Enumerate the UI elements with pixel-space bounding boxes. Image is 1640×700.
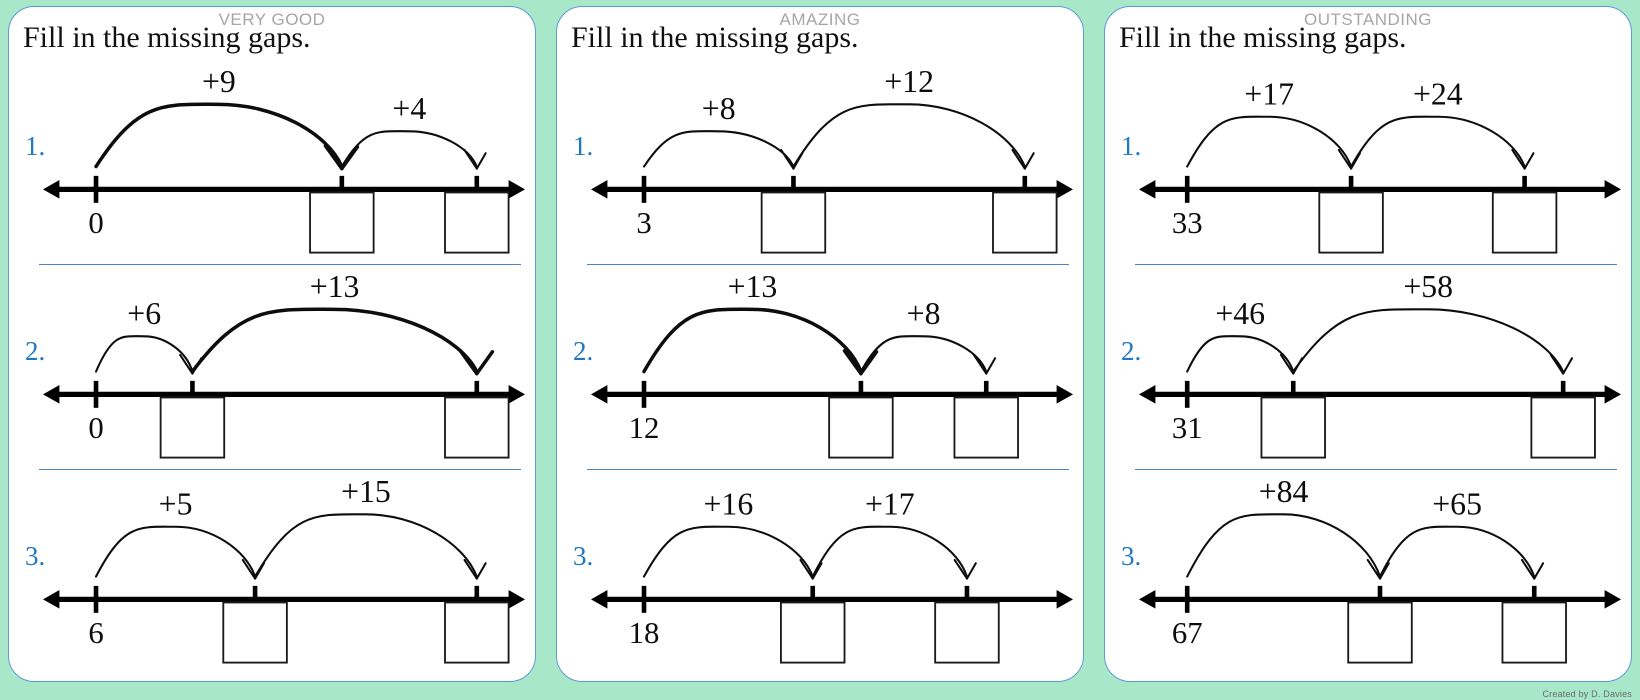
panel-3-row-1: 1. +17 +24 33 xyxy=(1105,59,1631,264)
panel-1-row-1: 1. +9 +4 0 xyxy=(9,59,535,264)
svg-text:+58: +58 xyxy=(1403,272,1453,304)
panel-2-title: Fill in the missing gaps. xyxy=(571,21,859,54)
row-number: 2. xyxy=(573,336,594,366)
number-line-diagram: +9 +4 0 xyxy=(43,67,525,264)
row-number: 3. xyxy=(573,541,594,571)
panel-3-rows: 1. +17 +24 33 2. +46 +58 31 3. +84 +65 67 xyxy=(1105,59,1631,674)
svg-text:33: 33 xyxy=(1172,205,1203,240)
svg-text:+6: +6 xyxy=(127,296,161,331)
number-line-diagram: +8 +12 3 xyxy=(591,67,1073,264)
worksheet-panel-3: OUTSTANDING Fill in the missing gaps. 1.… xyxy=(1104,6,1632,682)
panel-2-row-1: 1. +8 +12 3 xyxy=(557,59,1083,264)
panel-1-header: VERY GOOD Fill in the missing gaps. xyxy=(9,7,535,59)
row-number: 1. xyxy=(1121,131,1142,161)
number-line-diagram: +46 +58 31 xyxy=(1139,272,1621,469)
svg-text:+4: +4 xyxy=(392,91,426,126)
row-divider xyxy=(39,469,521,470)
svg-text:67: 67 xyxy=(1172,615,1203,650)
row-divider xyxy=(587,469,1069,470)
svg-text:+17: +17 xyxy=(1244,76,1294,111)
number-line-diagram: +16 +17 18 xyxy=(591,477,1073,674)
worksheet-panel-2: AMAZING Fill in the missing gaps. 1. +8+… xyxy=(556,6,1084,682)
svg-text:+24: +24 xyxy=(1413,76,1463,111)
svg-text:+65: +65 xyxy=(1432,486,1482,521)
panel-1-title: Fill in the missing gaps. xyxy=(23,21,311,54)
panel-3-row-3: 3. +84 +65 67 xyxy=(1105,469,1631,674)
panel-2-row-3: 3. +16 +17 18 xyxy=(557,469,1083,674)
svg-text:0: 0 xyxy=(88,205,103,240)
worksheet-panel-1: VERY GOOD Fill in the missing gaps. 1. +… xyxy=(8,6,536,682)
row-divider xyxy=(39,264,521,265)
svg-text:6: 6 xyxy=(88,615,103,650)
panel-2-row-2: 2. +13 +8 12 xyxy=(557,264,1083,469)
svg-text:+12: +12 xyxy=(884,67,934,99)
panel-3-header: OUTSTANDING Fill in the missing gaps. xyxy=(1105,7,1631,59)
row-divider xyxy=(1135,469,1617,470)
row-number: 3. xyxy=(25,541,46,571)
panel-1-row-2: 2. +6 +13 0 xyxy=(9,264,535,469)
number-line-diagram: +84 +65 67 xyxy=(1139,477,1621,674)
svg-text:+16: +16 xyxy=(704,486,754,521)
number-line-diagram: +17 +24 33 xyxy=(1139,67,1621,264)
row-number: 2. xyxy=(25,336,46,366)
panel-3-title: Fill in the missing gaps. xyxy=(1119,21,1407,54)
svg-text:+13: +13 xyxy=(310,272,360,304)
row-number: 1. xyxy=(25,131,46,161)
credit-text: Created by D. Davies xyxy=(1542,689,1632,699)
svg-text:0: 0 xyxy=(88,410,103,445)
panel-2-rank-label: AMAZING xyxy=(779,10,861,29)
svg-text:+84: +84 xyxy=(1259,477,1309,509)
row-divider xyxy=(587,264,1069,265)
row-number: 2. xyxy=(1121,336,1142,366)
row-divider xyxy=(1135,264,1617,265)
number-line-diagram: +6 +13 0 xyxy=(43,272,525,469)
svg-text:+5: +5 xyxy=(159,486,193,521)
svg-text:+15: +15 xyxy=(341,477,391,509)
svg-text:12: 12 xyxy=(629,410,660,445)
number-line-diagram: +5 +15 6 xyxy=(43,477,525,674)
svg-text:+13: +13 xyxy=(728,272,778,304)
panel-2-header: AMAZING Fill in the missing gaps. xyxy=(557,7,1083,59)
svg-text:31: 31 xyxy=(1172,410,1203,445)
svg-text:+8: +8 xyxy=(702,91,736,126)
panel-3-row-2: 2. +46 +58 31 xyxy=(1105,264,1631,469)
panel-2-rows: 1. +8 +12 3 2. +13 +8 12 3. +16 +17 18 xyxy=(557,59,1083,674)
panel-1-row-3: 3. +5 +15 6 xyxy=(9,469,535,674)
svg-text:18: 18 xyxy=(629,615,660,650)
number-line-diagram: +13 +8 12 xyxy=(591,272,1073,469)
panel-1-rank-label: VERY GOOD xyxy=(218,10,326,29)
panel-1-rows: 1. +9 +4 0 2. +6 +13 0 3. +5 +15 6 xyxy=(9,59,535,674)
svg-text:3: 3 xyxy=(636,205,651,240)
svg-text:+17: +17 xyxy=(865,486,915,521)
svg-text:+9: +9 xyxy=(202,67,236,99)
svg-text:+8: +8 xyxy=(907,296,941,331)
panel-3-rank-label: OUTSTANDING xyxy=(1304,10,1432,29)
svg-text:+46: +46 xyxy=(1215,296,1265,331)
row-number: 1. xyxy=(573,131,594,161)
row-number: 3. xyxy=(1121,541,1142,571)
